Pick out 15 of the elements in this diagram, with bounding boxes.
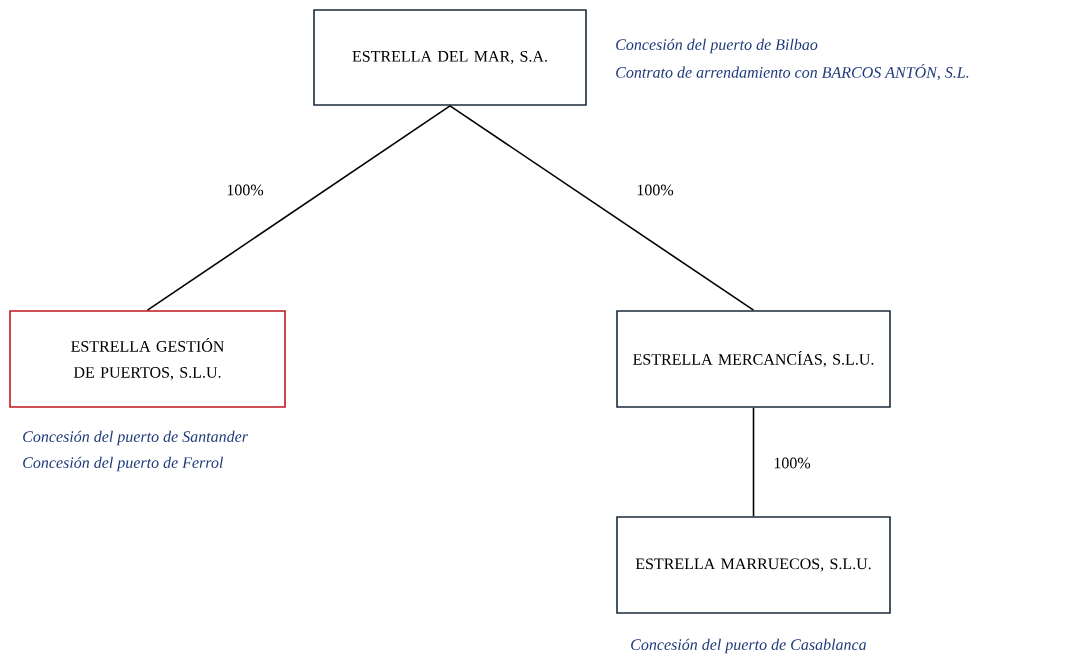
percentage-label: 100% [227,184,264,196]
connector-line [752,407,755,517]
company-box: ESTRELLA MERCANCÍAS, S.L.U. [616,310,891,408]
company-box: ESTRELLA DEL MAR, S.A. [313,9,587,106]
note-text: Concesión del puerto de Casablanca [631,638,867,654]
company-box: ESTRELLA MARRUECOS, S.L.U. [616,516,891,614]
connector-line [449,105,755,311]
note-text: Concesión del puerto de Santander [23,430,248,446]
percentage-label: 100% [637,184,674,196]
note-text: Concesión del puerto de Bilbao [616,38,818,54]
connector-line [146,105,451,311]
company-box: ESTRELLA GESTIÓN DE PUERTOS, S.L.U. [9,310,286,408]
percentage-label: 100% [774,457,811,469]
note-text: Contrato de arrendamiento con BARCOS ANTÓN, S.L. [616,63,969,81]
note-text: Concesión del puerto de Ferrol [23,456,223,472]
